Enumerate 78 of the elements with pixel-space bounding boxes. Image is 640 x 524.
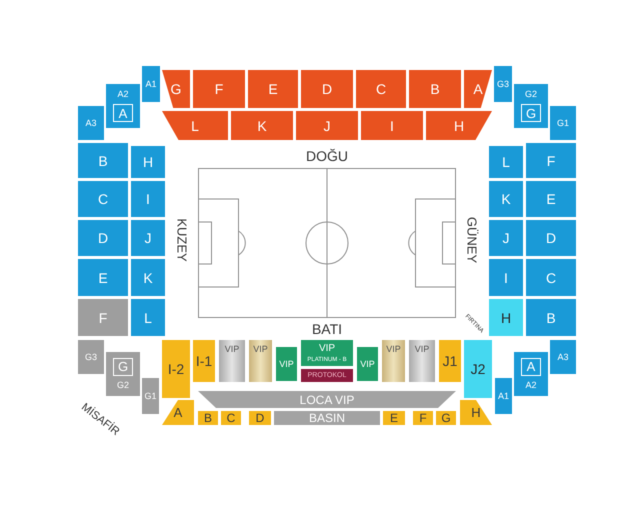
seating-section: G: [521, 104, 541, 122]
stand-label: KUZEY: [176, 218, 188, 262]
seating-section: D: [249, 411, 271, 425]
seating-section: F: [78, 299, 128, 336]
seating-section: B: [78, 143, 128, 178]
seating-section: I: [361, 111, 423, 140]
seating-section: C: [221, 411, 241, 425]
seating-section: VIP: [276, 347, 297, 381]
seating-section: E: [78, 259, 128, 296]
seating-section: J: [489, 220, 523, 256]
seating-section: E: [248, 70, 298, 108]
seating-section: I-1: [193, 340, 215, 382]
seating-section: I: [131, 181, 165, 217]
seating-section: K: [131, 259, 165, 296]
seating-section: L: [131, 299, 165, 336]
seating-section: A3: [550, 340, 576, 374]
seating-section: G3: [494, 66, 512, 102]
section-label: A2: [525, 381, 536, 390]
seating-section: H: [460, 400, 492, 425]
seating-section: B: [526, 299, 576, 336]
seating-section: [106, 352, 140, 396]
seating-section: D: [78, 220, 128, 256]
seating-section: G: [436, 411, 456, 425]
seating-section: VIP: [249, 340, 272, 382]
seating-section: I-2: [162, 340, 190, 398]
seating-section: F: [413, 411, 433, 425]
seating-section: B: [198, 411, 218, 425]
seating-section: BASIN: [274, 411, 380, 425]
seating-section: VIP: [382, 340, 405, 382]
seating-section: J1: [439, 340, 461, 382]
seating-section: B: [409, 70, 461, 108]
seating-section: A1: [142, 66, 160, 102]
seating-section: F: [193, 70, 245, 108]
seating-section: F: [526, 143, 576, 178]
seating-section: LOCA VIP: [198, 391, 456, 408]
seating-section: [514, 84, 548, 128]
seating-section: E: [383, 411, 405, 425]
seating-section: K: [231, 111, 293, 140]
seating-section: C: [78, 181, 128, 217]
seating-section: A: [521, 358, 541, 376]
seating-section: [514, 352, 548, 396]
section-label: G2: [116, 381, 129, 390]
seating-section: A: [464, 70, 492, 108]
seating-section: G: [113, 358, 133, 376]
seating-section: C: [526, 259, 576, 296]
seating-section: D: [301, 70, 353, 108]
seating-section: H: [131, 146, 165, 178]
stand-label: GÜNEY: [466, 216, 478, 264]
seating-section: [301, 340, 353, 366]
seating-section: G: [162, 70, 190, 108]
seating-section: J2: [464, 340, 492, 398]
seating-section: A3: [78, 106, 104, 140]
seating-section: G3: [78, 340, 104, 374]
section-label: VIP: [318, 344, 336, 354]
stand-label: DOĞU: [306, 149, 348, 163]
seating-section: H: [426, 111, 492, 140]
seating-section: A: [162, 400, 194, 425]
seating-section: VIP: [357, 347, 378, 381]
seating-section: E: [526, 181, 576, 217]
seating-section: J: [131, 220, 165, 256]
seating-section: D: [526, 220, 576, 256]
seating-section: C: [356, 70, 406, 108]
seating-section: VIP: [409, 340, 435, 382]
seating-section: A1: [495, 378, 512, 414]
seating-section: K: [489, 181, 523, 217]
seating-section: VIP: [219, 340, 245, 382]
seating-section: L: [489, 146, 523, 178]
seating-section: I: [489, 259, 523, 296]
section-label: G2: [524, 90, 537, 99]
seating-section: G1: [550, 106, 576, 140]
stand-label: BATI: [312, 322, 342, 336]
seating-section: [106, 84, 140, 128]
seating-section: G1: [142, 378, 159, 414]
seating-section: H: [489, 299, 523, 336]
seating-section: L: [162, 111, 228, 140]
seating-section: J: [296, 111, 358, 140]
section-label: A2: [117, 90, 128, 99]
seating-section: A: [113, 104, 133, 122]
